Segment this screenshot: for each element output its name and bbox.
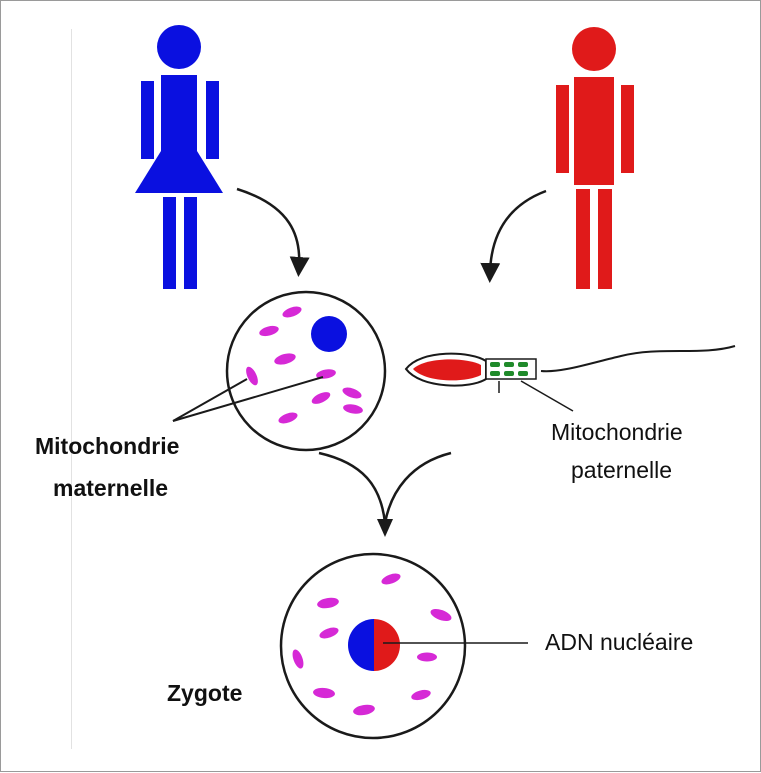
pointer-maternal-1 [172,378,248,422]
paternal-mitochondria [490,362,528,376]
arrow-father-to-sperm [480,189,547,283]
label-mito-maternal-line1: Mitochondrie [35,433,180,459]
egg-cell-icon [225,290,387,452]
maternal-mitochondria [246,306,363,424]
female-figure-icon [135,25,223,289]
nucleus-paternal-half [374,619,400,671]
label-nuclear-dna: ADN nucléaire [545,629,694,655]
label-mito-paternal-line2: paternelle [571,457,673,483]
arrow-egg-to-zygote [318,451,387,524]
zygote-cell-icon [279,552,467,740]
arrowhead-zygote [377,519,393,537]
label-mito-maternal-line2: maternelle [53,475,169,501]
left-divider-line [71,29,72,749]
arrow-sperm-to-zygote [383,451,452,524]
pointer-paternal-2 [520,380,574,412]
pointer-maternal-2 [172,376,324,422]
sperm-cell-icon [404,345,736,387]
arrow-mother-to-egg [236,187,310,277]
zygote-mitochondria [292,573,452,716]
label-mito-paternal-line1: Mitochondrie [551,419,683,445]
male-figure-icon [556,27,634,289]
nucleus-maternal-half [348,619,374,671]
label-zygote: Zygote [167,680,243,706]
